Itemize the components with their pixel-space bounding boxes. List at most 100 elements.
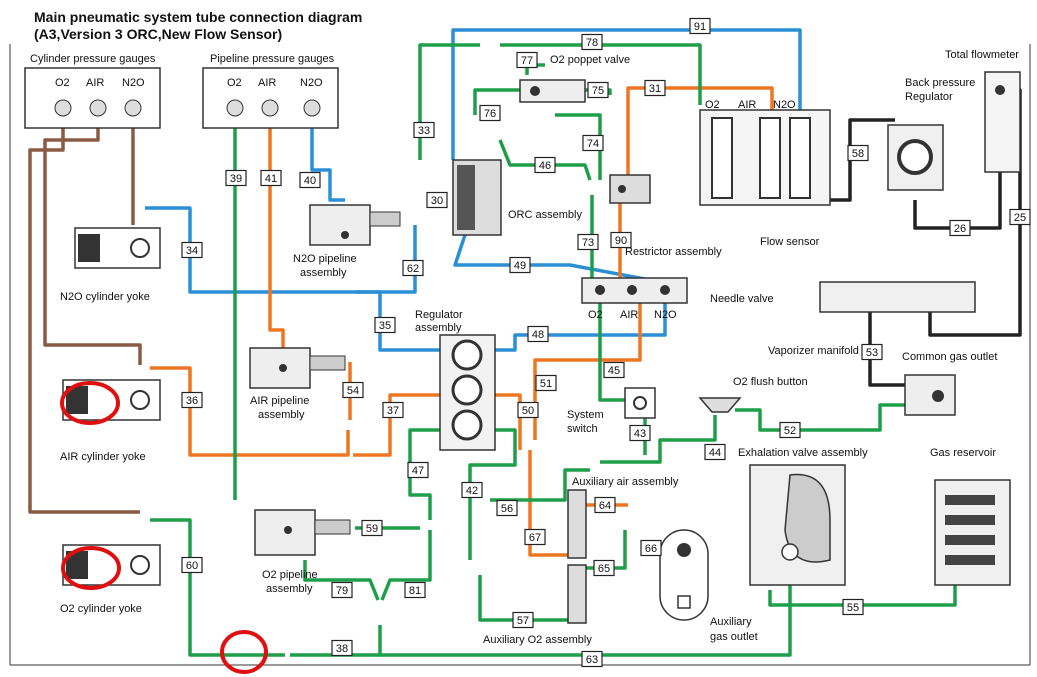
label-vaporizer: Vaporizer manifold: [768, 345, 859, 357]
tube-number-49: 49: [514, 260, 526, 272]
label-o2-flush: O2 flush button: [733, 376, 808, 388]
n2o-pipeline-assembly: [309, 204, 401, 246]
label-aux-air: Auxiliary air assembly: [572, 476, 679, 488]
tube-number-64: 64: [599, 500, 611, 512]
label-aux-o2: Auxiliary O2 assembly: [483, 634, 592, 646]
highlight-o2-yoke: [61, 546, 121, 590]
tube-label-49: 49: [509, 256, 531, 274]
gas-n2o-pipe: N2O: [300, 77, 323, 89]
tube-number-25: 25: [1014, 212, 1026, 224]
gas-o2-flowmeter: O2: [705, 99, 720, 111]
tube-label-58: 58: [847, 144, 869, 162]
label-o2-pipeline-1: O2 pipeline: [262, 569, 318, 581]
label-needle-valve: Needle valve: [710, 293, 774, 305]
tube-n2o-48: [495, 300, 667, 352]
cyl-gauge-o2: [54, 99, 72, 117]
tube-label-65: 65: [593, 559, 615, 577]
gas-n2o-cyl: N2O: [122, 77, 145, 89]
tube-label-50: 50: [517, 401, 539, 419]
gas-n2o-needle: N2O: [654, 309, 677, 321]
o2-pipeline-assembly: [254, 509, 351, 556]
system-switch: [624, 387, 656, 419]
diagram-subtitle: (A3,Version 3 ORC,New Flow Sensor): [34, 26, 283, 42]
regulator-assembly: [439, 334, 496, 451]
tube-label-90: 90: [610, 231, 632, 249]
tube-number-31: 31: [649, 83, 661, 95]
label-o2-yoke: O2 cylinder yoke: [60, 603, 142, 615]
tube-number-59: 59: [366, 523, 378, 535]
gas-n2o-flowmeter: N2O: [773, 99, 796, 111]
tube-label-53: 53: [861, 343, 883, 361]
gas-o2-cyl: O2: [55, 77, 70, 89]
tube-number-30: 30: [431, 195, 443, 207]
tube-label-59: 59: [361, 519, 383, 537]
gas-reservoir: [934, 479, 1011, 586]
tube-label-52: 52: [779, 421, 801, 439]
label-n2o-pipeline-2: assembly: [300, 267, 347, 279]
tube-label-75: 75: [587, 81, 609, 99]
tube-number-63: 63: [586, 654, 598, 666]
tube-air-50: [495, 393, 522, 450]
tube-label-43: 43: [629, 424, 651, 442]
tube-label-64: 64: [594, 496, 616, 514]
tube-number-52: 52: [784, 425, 796, 437]
tube-cyl-o2: [28, 110, 140, 514]
tube-o2-45: [598, 290, 630, 402]
tube-label-62: 62: [402, 259, 424, 277]
tube-number-91: 91: [694, 21, 706, 33]
tube-label-47: 47: [407, 461, 429, 479]
tube-number-45: 45: [608, 365, 620, 377]
tube-label-46: 46: [534, 156, 556, 174]
o2-cylinder-yoke: [62, 544, 161, 586]
label-cylinder-gauges: Cylinder pressure gauges: [30, 53, 156, 65]
tube-number-51: 51: [540, 378, 552, 390]
tube-o2-63: [380, 585, 792, 657]
gas-o2-needle: O2: [588, 309, 603, 321]
o2-flush-button: [698, 397, 742, 413]
tube-air-67: [528, 450, 570, 557]
tube-label-79: 79: [331, 581, 353, 599]
tube-number-50: 50: [522, 405, 534, 417]
tube-o2-52: [735, 403, 910, 432]
tube-label-39: 39: [225, 169, 247, 187]
tube-label-76: 76: [479, 104, 501, 122]
air-pipeline-assembly: [249, 347, 346, 389]
tube-number-67: 67: [529, 532, 541, 544]
tube-label-36: 36: [181, 391, 203, 409]
tube-label-40: 40: [299, 171, 321, 189]
label-gas-reservoir: Gas reservoir: [930, 447, 996, 459]
tube-number-48: 48: [532, 329, 544, 341]
tube-o2-33: [418, 43, 480, 160]
tube-label-55: 55: [842, 598, 864, 616]
tube-label-34: 34: [181, 241, 203, 259]
tube-air-51: [533, 300, 642, 440]
label-back-pressure-2: Regulator: [905, 91, 953, 103]
tube-label-57: 57: [512, 611, 534, 629]
tube-label-56: 56: [496, 499, 518, 517]
back-pressure-regulator: [887, 124, 944, 191]
tube-number-42: 42: [466, 485, 478, 497]
tube-number-57: 57: [517, 615, 529, 627]
tube-number-75: 75: [592, 85, 604, 97]
tube-number-53: 53: [866, 347, 878, 359]
label-back-pressure-1: Back pressure: [905, 77, 975, 89]
tube-number-56: 56: [501, 503, 513, 515]
tube-o2-56: [490, 468, 590, 502]
tube-number-90: 90: [615, 235, 627, 247]
label-o2-poppet: O2 poppet valve: [550, 54, 630, 66]
cylinder-gauges-panel: [24, 67, 161, 129]
label-aux-outlet-1: Auxiliary: [710, 616, 752, 628]
tube-label-41: 41: [260, 169, 282, 187]
tube-number-33: 33: [418, 125, 430, 137]
tube-number-39: 39: [230, 173, 242, 185]
label-air-pipeline-1: AIR pipeline: [250, 395, 309, 407]
tube-o2-44: [600, 415, 717, 464]
label-pipeline-gauges: Pipeline pressure gauges: [210, 53, 335, 65]
tube-label-30: 30: [426, 191, 448, 209]
tube-number-74: 74: [587, 138, 599, 150]
label-system-switch-1: System: [567, 409, 604, 421]
tube-label-74: 74: [582, 134, 604, 152]
tube-number-78: 78: [586, 37, 598, 49]
